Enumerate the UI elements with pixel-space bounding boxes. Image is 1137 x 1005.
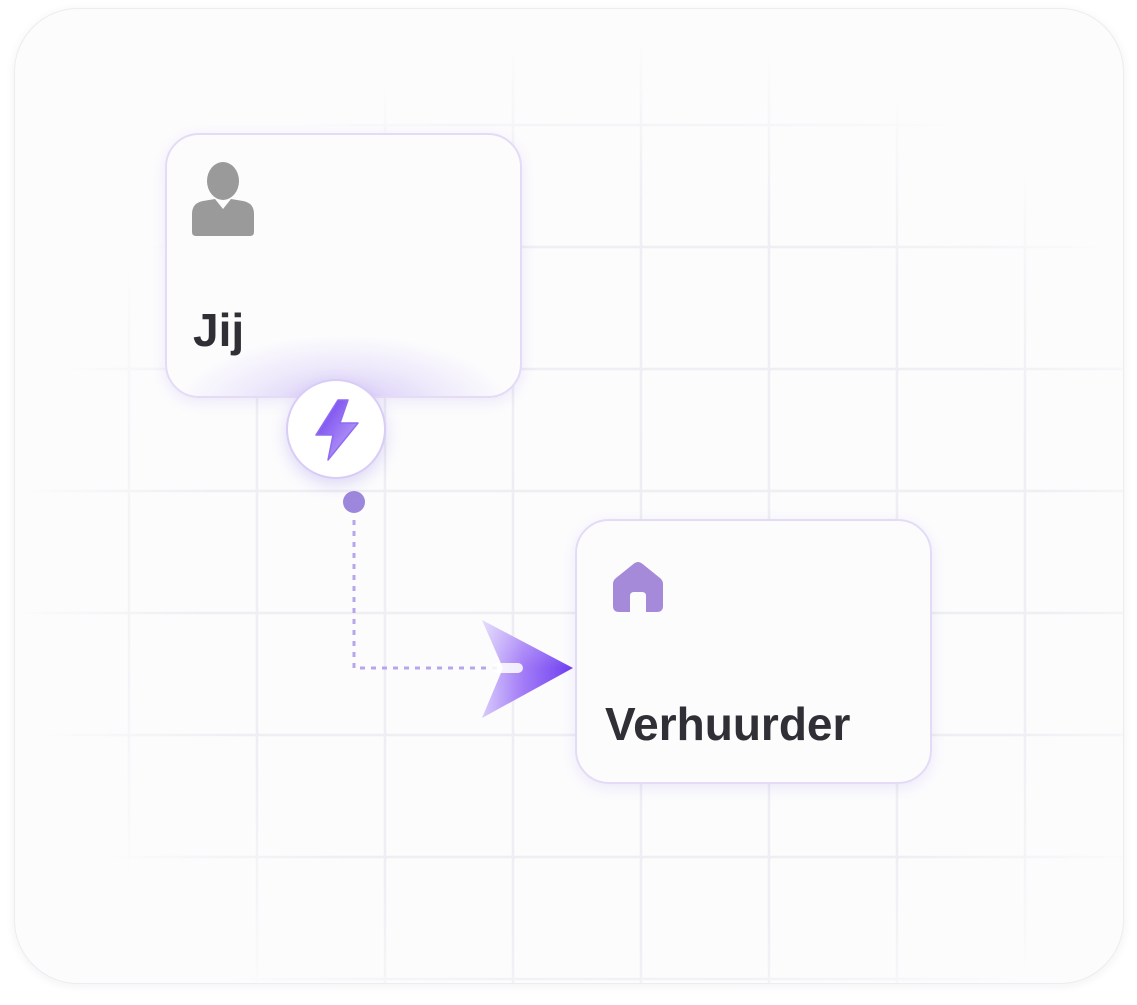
node-label-verhuurder: Verhuurder [605,698,851,750]
home-icon [613,562,663,612]
arrow-pointer-icon [482,620,573,718]
lightning-bolt-icon [315,399,359,461]
node-jij[interactable]: Jij [165,133,522,398]
dotted-connector-line [352,520,512,670]
node-label-jij: Jij [193,304,245,356]
connector-start-dot [343,491,365,513]
lightning-badge [286,379,386,479]
node-verhuurder[interactable]: Verhuurder [575,519,932,784]
user-icon [192,162,254,236]
